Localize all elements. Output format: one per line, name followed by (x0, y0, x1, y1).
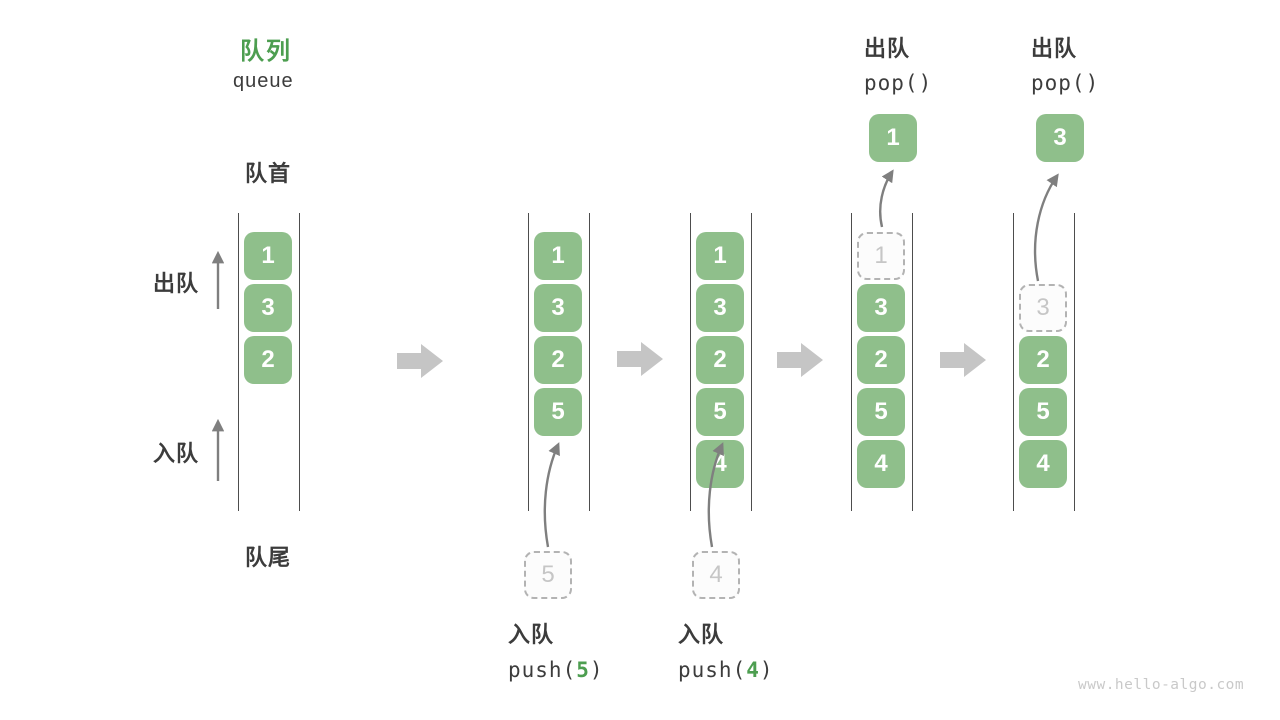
queue-element-state-5-3-ghost: 3 (1019, 284, 1067, 332)
queue-element-state-5-5: 5 (1019, 388, 1067, 436)
pop-code-1: pop() (864, 71, 933, 95)
queue-element-state-2-1: 1 (534, 232, 582, 280)
queue-element-state-4-4: 4 (857, 440, 905, 488)
queue-element-state-3-4: 4 (696, 440, 744, 488)
pop-code-2: pop() (1031, 71, 1100, 95)
push-5-arrow-icon (543, 442, 560, 548)
queue-element-state-3-3: 3 (696, 284, 744, 332)
queue-element-state-1-2: 2 (244, 336, 292, 384)
queue-element-state-4-2: 2 (857, 336, 905, 384)
push-code-1-arg: 5 (576, 658, 590, 682)
queue-wall-left-state-3 (689, 213, 691, 511)
staged-box-4: 4 (692, 551, 740, 599)
queue-wall-left-state-1 (237, 213, 239, 511)
queue-element-state-1-3: 3 (244, 284, 292, 332)
push-code-2-suffix: ) (759, 658, 774, 682)
state-transition-arrow-icon-3 (777, 343, 823, 377)
push-label-2: 入队 (678, 622, 725, 647)
queue-element-state-4-1-ghost: 1 (857, 232, 905, 280)
pop-3-arrow-icon (1033, 173, 1059, 282)
queue-wall-right-state-1 (298, 213, 300, 511)
queue-element-state-5-2: 2 (1019, 336, 1067, 384)
push-code-2-arg: 4 (746, 658, 760, 682)
pop-annotation-2: 出队 pop() (1031, 31, 1099, 95)
popped-box-2: 3 (1036, 114, 1084, 162)
push-annotation-1: 入队 push(5) (508, 617, 604, 682)
page-title: 队列 (240, 38, 292, 65)
queue-element-state-3-5: 5 (696, 388, 744, 436)
queue-element-state-2-5: 5 (534, 388, 582, 436)
enqueue-side-label: 入队 (153, 441, 200, 466)
queue-element-state-2-2: 2 (534, 336, 582, 384)
queue-wall-right-state-5 (1073, 213, 1075, 511)
pop-1-arrow-icon (878, 169, 894, 228)
queue-wall-right-state-4 (911, 213, 913, 511)
queue-wall-right-state-3 (750, 213, 752, 511)
queue-element-state-4-5: 5 (857, 388, 905, 436)
push-code-1-prefix: push( (508, 658, 577, 682)
queue-element-state-3-2: 2 (696, 336, 744, 384)
queue-wall-right-state-2 (588, 213, 590, 511)
queue-wall-left-state-4 (850, 213, 852, 511)
push-code-1: push(5) (508, 658, 604, 682)
pop-label-2: 出队 (1031, 36, 1078, 61)
state-transition-arrow-icon-2 (617, 342, 663, 376)
popped-box-1: 1 (869, 114, 917, 162)
watermark: www.hello-algo.com (1078, 677, 1245, 693)
push-code-2: push(4) (678, 658, 774, 682)
queue-wall-left-state-2 (527, 213, 529, 511)
queue-front-label: 队首 (245, 161, 292, 186)
push-code-2-prefix: push( (678, 658, 747, 682)
queue-wall-left-state-5 (1012, 213, 1014, 511)
queue-rear-label: 队尾 (245, 545, 292, 570)
state-transition-arrow-icon-4 (940, 343, 986, 377)
push-annotation-2: 入队 push(4) (678, 617, 774, 682)
dequeue-side-label: 出队 (153, 271, 200, 296)
page-subtitle: queue (233, 70, 294, 92)
queue-element-state-1-1: 1 (244, 232, 292, 280)
push-code-1-suffix: ) (589, 658, 604, 682)
queue-element-state-5-4: 4 (1019, 440, 1067, 488)
state-transition-arrow-icon-1 (397, 344, 443, 378)
queue-element-state-3-1: 1 (696, 232, 744, 280)
push-label-1: 入队 (508, 622, 555, 647)
pop-label-1: 出队 (864, 36, 911, 61)
queue-element-state-4-3: 3 (857, 284, 905, 332)
pop-annotation-1: 出队 pop() (864, 31, 932, 95)
queue-element-state-2-3: 3 (534, 284, 582, 332)
staged-box-5: 5 (524, 551, 572, 599)
